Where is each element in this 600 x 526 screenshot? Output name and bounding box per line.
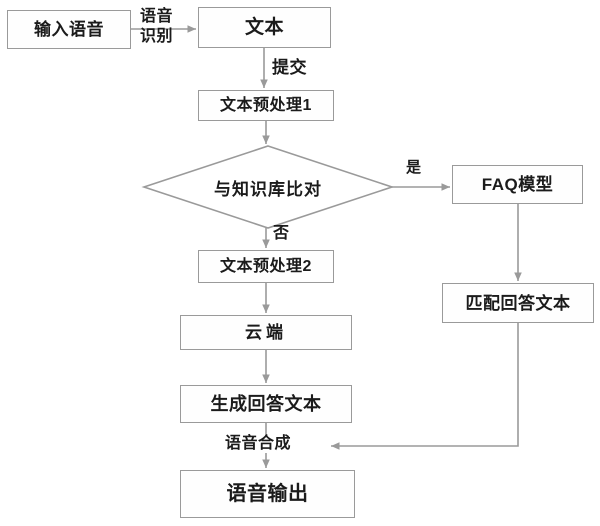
edge-label-speech-synthesis: 语音合成: [222, 435, 295, 453]
node-text-label: 文本: [244, 17, 284, 38]
edge-label-yes: 是: [406, 159, 422, 176]
edge-matched-to-synthesis: [331, 323, 519, 450]
node-cloud[interactable]: 云端: [180, 315, 352, 350]
edge-label-speech-recognition-line1: 语音: [140, 8, 174, 25]
node-text-preprocess-2[interactable]: 文本预处理2: [198, 250, 334, 283]
node-cloud-label: 云端: [245, 323, 287, 342]
node-text-preprocess-1[interactable]: 文本预处理1: [198, 90, 334, 121]
node-generate-answer[interactable]: 生成回答文本: [180, 385, 352, 423]
node-matched-answer-label: 匹配回答文本: [465, 293, 571, 313]
node-text-preprocess-2-label: 文本预处理2: [220, 257, 312, 275]
node-generate-answer-label: 生成回答文本: [210, 394, 322, 414]
node-compare-kb-label: 与知识库比对: [214, 179, 322, 199]
edge-label-speech-recognition: 语音 识别: [140, 8, 174, 46]
edge-label-submit: 提交: [272, 58, 307, 77]
node-input-speech-label: 输入语音: [34, 20, 104, 39]
edge-label-speech-recognition-line2: 识别: [140, 27, 174, 45]
node-matched-answer[interactable]: 匹配回答文本: [442, 283, 594, 323]
node-faq-model[interactable]: FAQ模型: [452, 165, 583, 204]
node-text[interactable]: 文本: [198, 7, 331, 48]
edge-label-no: 否: [273, 225, 290, 242]
node-compare-kb[interactable]: 与知识库比对: [144, 146, 392, 228]
node-text-preprocess-1-label: 文本预处理1: [220, 96, 312, 114]
node-speech-output[interactable]: 语音输出: [180, 470, 355, 518]
node-faq-model-label: FAQ模型: [481, 175, 554, 194]
node-speech-output-label: 语音输出: [226, 483, 309, 505]
node-input-speech[interactable]: 输入语音: [7, 10, 131, 49]
